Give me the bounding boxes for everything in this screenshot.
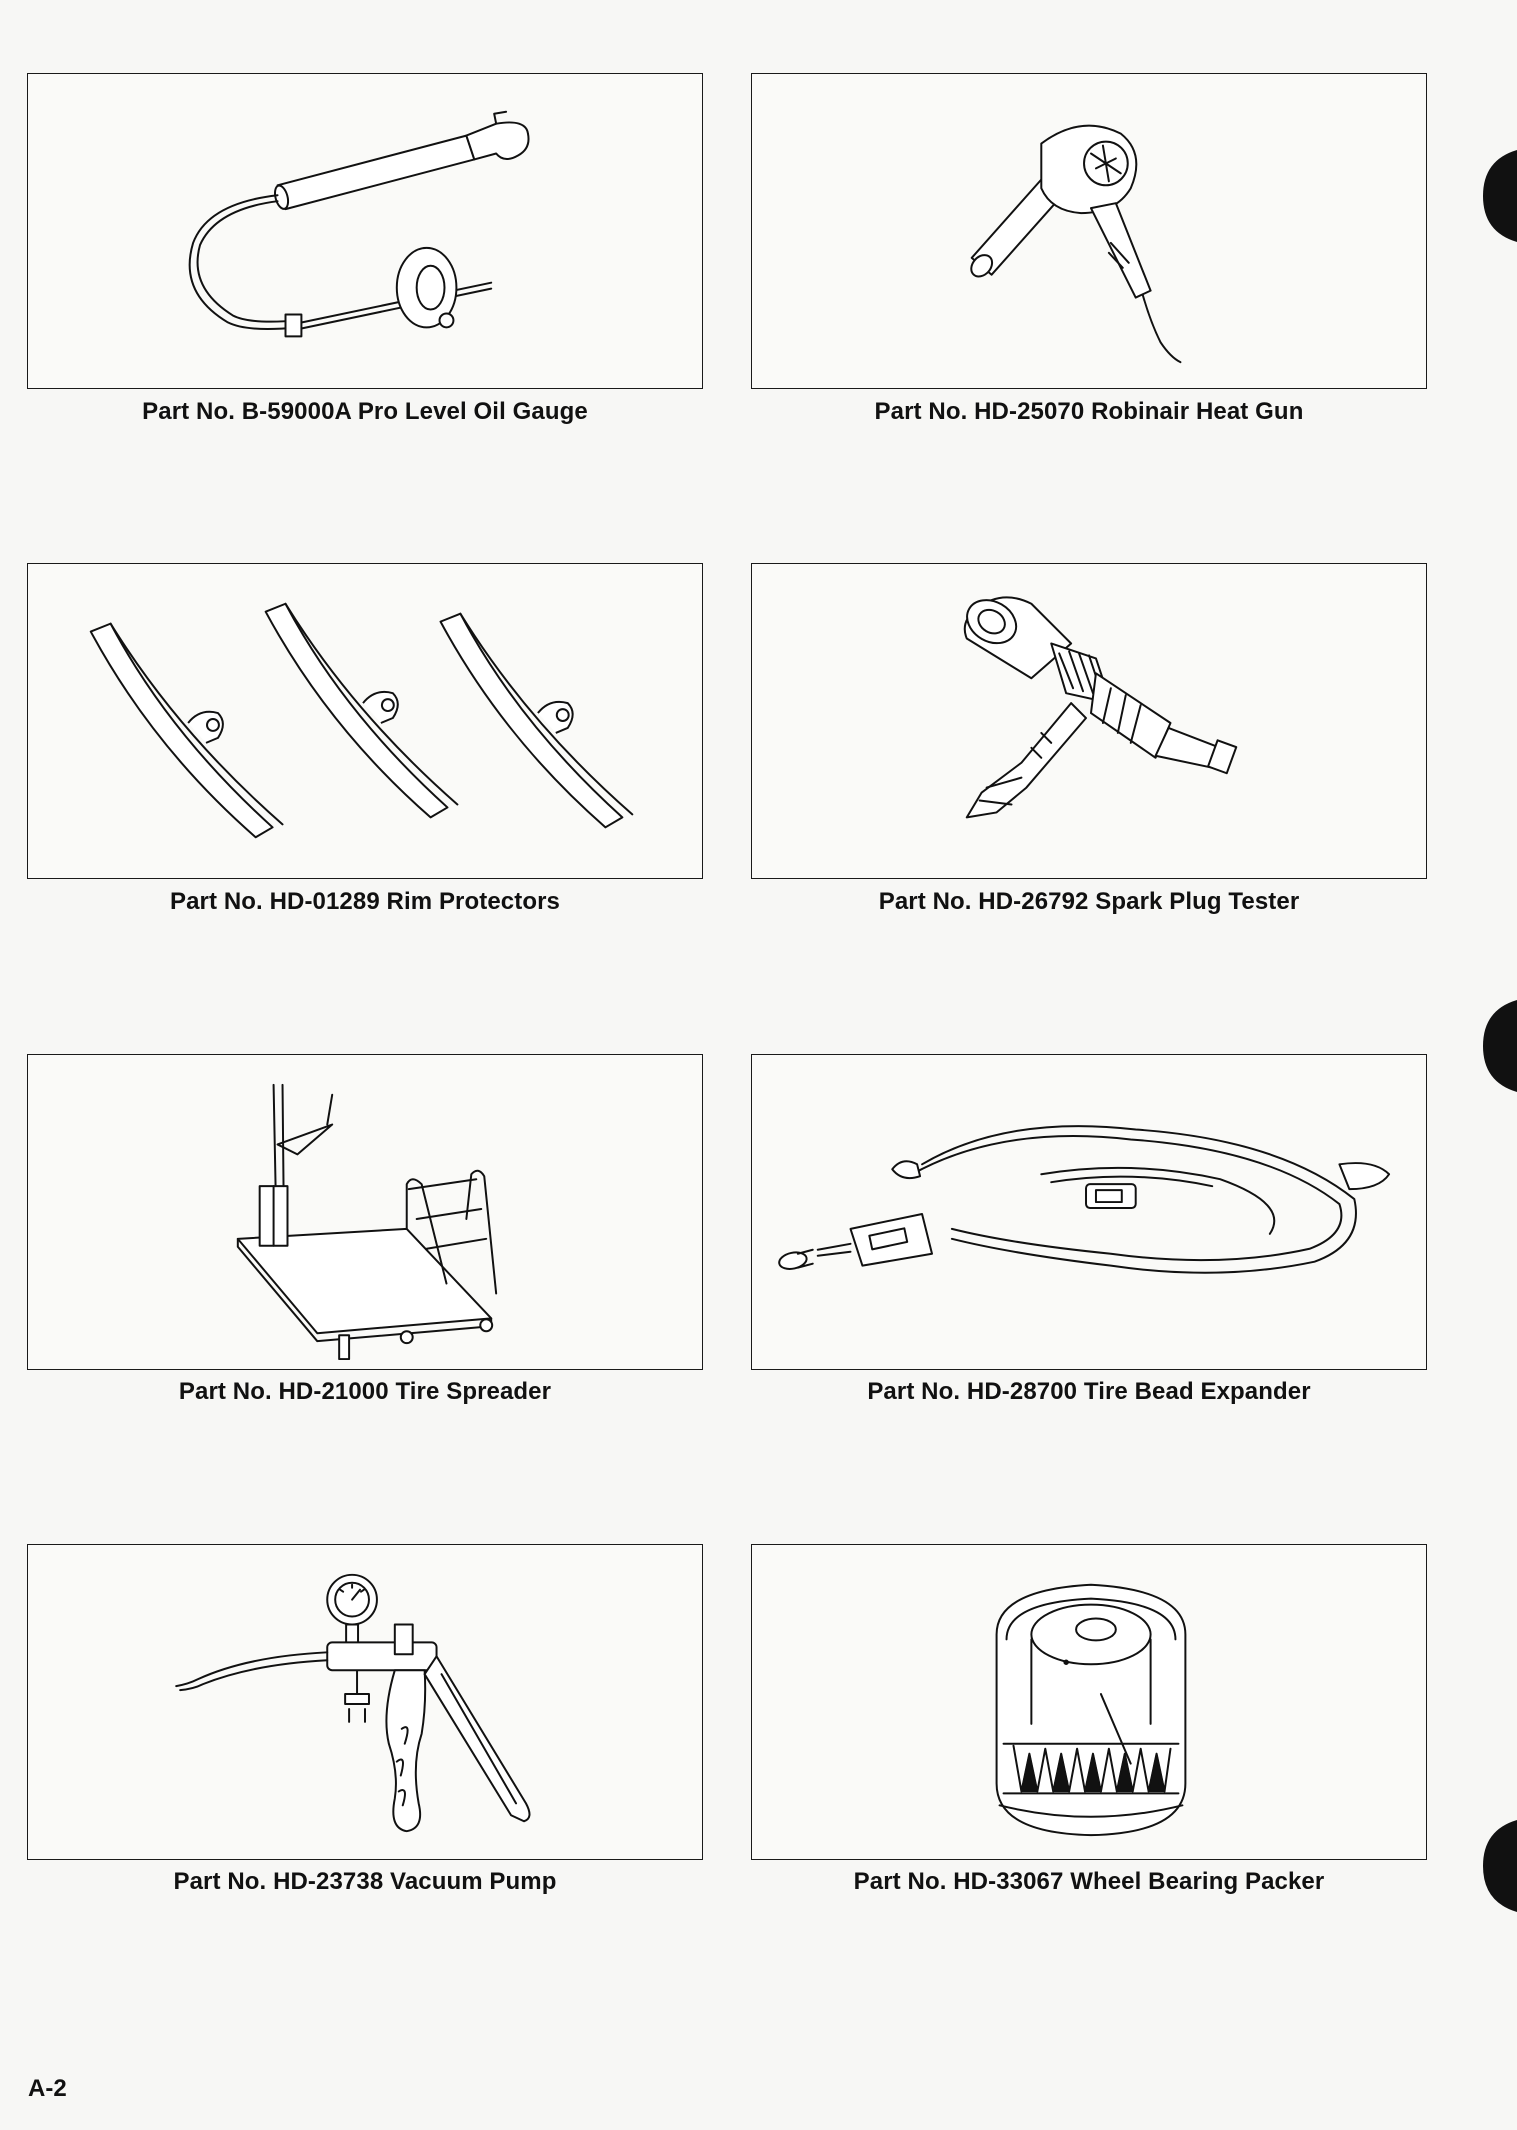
- page-number: A-2: [28, 2075, 67, 2102]
- tire-spreader-illustration: [236, 1083, 498, 1361]
- oil-gauge-caption: Part No. B-59000A Pro Level Oil Gauge: [142, 398, 588, 425]
- tire-bead-expander-illustration: [778, 1125, 1391, 1274]
- spark-plug-tester-illustration: [963, 596, 1238, 819]
- edge-tab-mark-bottom: [1483, 1820, 1517, 1912]
- oil-gauge-panel: [27, 73, 703, 389]
- heat-gun-caption: Part No. HD-25070 Robinair Heat Gun: [874, 398, 1304, 425]
- tire-spreader-caption: Part No. HD-21000 Tire Spreader: [178, 1378, 552, 1405]
- rim-protectors-caption: Part No. HD-01289 Rim Protectors: [170, 888, 560, 915]
- vacuum-pump-caption: Part No. HD-23738 Vacuum Pump: [173, 1868, 557, 1895]
- wheel-bearing-packer-illustration: [995, 1583, 1187, 1837]
- vacuum-pump-panel: [27, 1544, 703, 1860]
- tire-bead-expander-panel: [751, 1054, 1427, 1370]
- heat-gun-panel: [751, 73, 1427, 389]
- edge-tab-mark-middle: [1483, 1000, 1517, 1092]
- edge-tab-mark-top: [1483, 150, 1517, 242]
- tire-spreader-panel: [27, 1054, 703, 1370]
- vacuum-pump-illustration: [175, 1573, 531, 1833]
- oil-gauge-illustration: [188, 110, 530, 338]
- tire-bead-expander-caption: Part No. HD-28700 Tire Bead Expander: [867, 1378, 1311, 1405]
- heat-gun-illustration: [970, 124, 1182, 364]
- rim-protectors-illustration: [89, 602, 634, 839]
- wheel-bearing-packer-caption: Part No. HD-33067 Wheel Bearing Packer: [853, 1868, 1325, 1895]
- rim-protectors-panel: [27, 563, 703, 879]
- spark-plug-tester-caption: Part No. HD-26792 Spark Plug Tester: [878, 888, 1300, 915]
- wheel-bearing-packer-panel: [751, 1544, 1427, 1860]
- spark-plug-tester-panel: [751, 563, 1427, 879]
